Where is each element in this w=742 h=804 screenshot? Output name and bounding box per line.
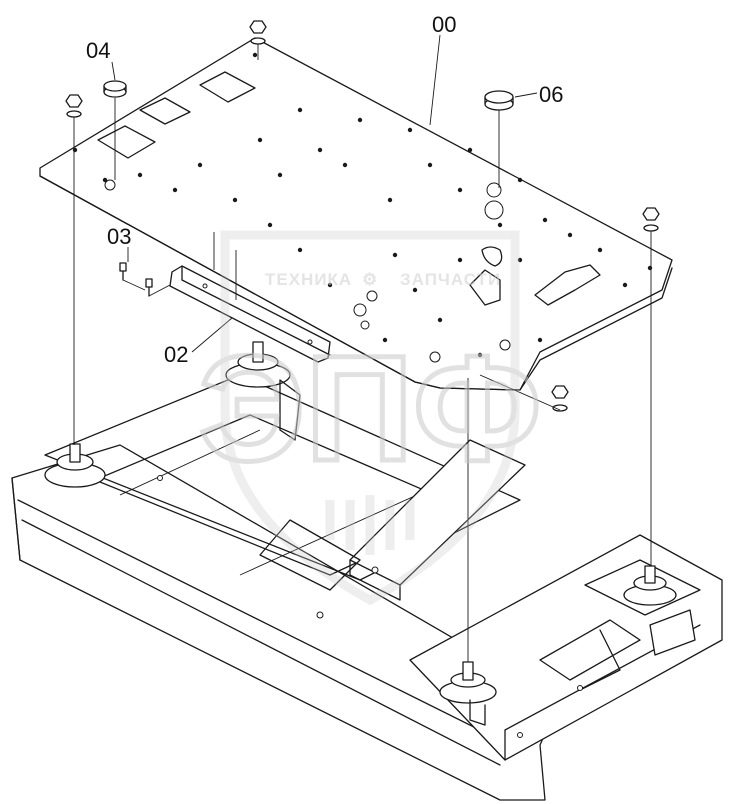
callout-03: 03 bbox=[107, 224, 131, 249]
watermark-right-word: ЗАПЧАСТИ bbox=[400, 270, 501, 289]
callout-00: 00 bbox=[432, 12, 456, 37]
leader-lines bbox=[111, 34, 538, 353]
top-plate-00 bbox=[39, 37, 673, 391]
bolts-03 bbox=[119, 262, 171, 297]
assembly-lines bbox=[73, 44, 652, 662]
callout-06: 06 bbox=[539, 82, 563, 107]
callout-labels: 00 02 03 04 06 bbox=[86, 12, 563, 367]
callout-04: 04 bbox=[86, 38, 110, 63]
watermark: ТЕХНИКА ⚙ ЗАПЧАСТИ ЭПФ bbox=[196, 230, 544, 606]
bracket-02 bbox=[169, 265, 331, 363]
mount-center bbox=[225, 341, 301, 441]
cap-04 bbox=[103, 80, 127, 98]
washers-nuts bbox=[65, 20, 660, 412]
mount-front-left bbox=[44, 443, 106, 488]
gear-icon: ⚙ bbox=[362, 270, 378, 289]
callout-02: 02 bbox=[164, 342, 188, 367]
cap-06 bbox=[484, 90, 514, 111]
mount-rear-right bbox=[623, 565, 677, 606]
plate-holes bbox=[72, 52, 653, 358]
watermark-monogram: ЭПФ bbox=[199, 324, 542, 492]
watermark-left-word: ТЕХНИКА bbox=[265, 270, 352, 289]
